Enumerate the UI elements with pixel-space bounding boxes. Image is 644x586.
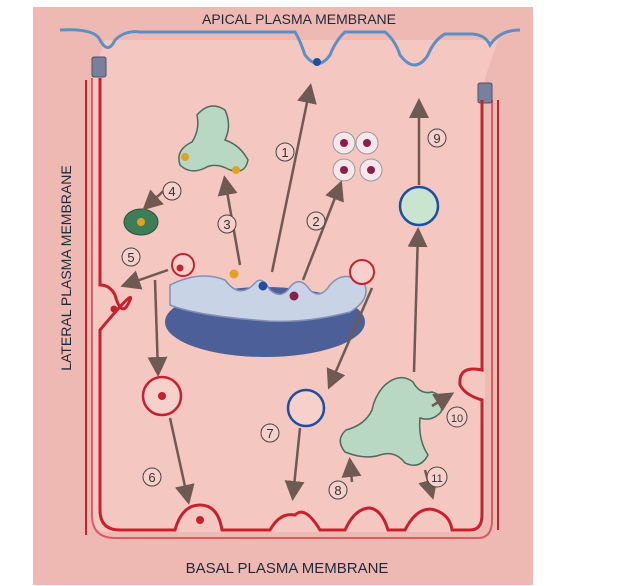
lysosome-cargo [137,218,145,226]
svg-text:6: 6 [148,470,155,485]
svg-text:9: 9 [433,131,440,146]
step-11: 11 [426,466,448,488]
svg-text:8: 8 [334,483,341,498]
step-3: 3 [217,214,237,234]
svg-text:7: 7 [266,426,273,441]
svg-text:10: 10 [451,413,463,425]
step-1: 1 [275,142,295,162]
basolateral-vesicle-cargo [158,392,166,400]
basal-fused-vesicle [196,516,204,524]
tight-junction-left [91,56,107,78]
step-2: 2 [306,211,326,231]
step-5: 5 [121,247,141,267]
svg-text:3: 3 [223,217,230,232]
basolateral-membrane-outer [91,78,493,539]
svg-text:2: 2 [312,214,319,229]
golgi-cargo-blue [258,281,268,291]
endosome-cargo-1 [181,153,189,161]
apical-transcytosis-vesicle [398,185,440,227]
svg-text:11: 11 [431,473,442,485]
svg-text:5: 5 [127,250,134,265]
basolateral-membrane [98,78,484,532]
step-7: 7 [260,423,280,443]
golgi-bud-right [349,259,375,285]
svg-text:4: 4 [168,184,175,199]
golgi-red-coated-bud [171,253,195,277]
golgi-cargo-yellow [229,269,239,279]
recycling-endosome [339,376,444,466]
endosome-cargo-2 [232,166,240,174]
granule-cores [340,139,375,174]
lateral-membrane-label: LATERAL PLASMA MEMBRANE [58,165,74,370]
sorting-vesicle [286,388,326,428]
golgi-cargo-purple [289,291,299,301]
golgi-red-cargo [176,264,184,272]
step-4: 4 [162,181,182,201]
step-6: 6 [142,467,162,487]
apical-cargo-dot [313,58,321,66]
step-8: 8 [328,480,348,500]
svg-text:1: 1 [281,145,288,160]
golgi-cisternae [169,275,367,323]
upper-endosome [178,105,249,172]
lateral-fused-cargo [110,305,118,313]
apical-membrane [59,28,521,67]
basal-membrane-label: BASAL PLASMA MEMBRANE [186,560,389,577]
step-9: 9 [427,128,447,148]
step-10: 10 [446,406,468,428]
tight-junction-right [477,82,493,104]
apical-membrane-label: APICAL PLASMA MEMBRANE [202,11,396,27]
